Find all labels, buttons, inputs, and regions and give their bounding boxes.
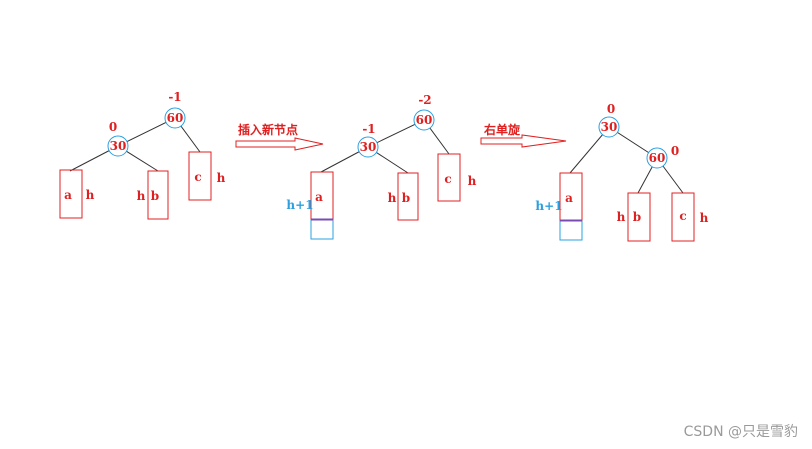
height-a: h (86, 188, 95, 202)
node2-60 (413, 109, 435, 131)
subtree3-c-box (671, 192, 695, 242)
node-30-label: 30 (110, 139, 127, 153)
node2-60-label: 60 (416, 113, 433, 127)
arrow-rotation-shape (480, 134, 567, 148)
balance-factor3-60: 0 (671, 144, 679, 158)
subtree2-b-box (397, 172, 419, 221)
subtree-c-label: c (194, 170, 201, 184)
node3-30-label: 30 (601, 120, 618, 134)
subtree3-c-label: c (679, 209, 686, 223)
height3-a: h+1 (535, 199, 562, 213)
diagram-before-insert: 60 30 -1 0 a b c h h h (59, 90, 226, 220)
diagram-after-insert: 60 30 -2 -1 a b c h+1 h h (286, 93, 477, 240)
height2-c: h (468, 174, 477, 188)
subtree3-b-box (627, 192, 651, 242)
diagram-after-rotation: 30 60 0 0 a b c h+1 h h (535, 102, 709, 242)
subtree-c-box (188, 151, 212, 201)
node3-60 (646, 147, 668, 169)
node-30 (107, 135, 129, 157)
height3-c: h (700, 211, 709, 225)
height-b: h (137, 189, 146, 203)
height2-b: h (388, 191, 397, 205)
subtree-b-box (147, 170, 169, 220)
balance-factor2-60: -2 (418, 93, 431, 107)
node3-60-label: 60 (649, 151, 666, 165)
node-60-label: 60 (167, 111, 184, 125)
node3-30 (598, 116, 620, 138)
balance-factor-30: 0 (109, 120, 117, 134)
subtree2-a-label: a (315, 190, 323, 204)
node-60 (164, 107, 186, 129)
balance-factor3-30: 0 (607, 102, 615, 116)
arrow-insert-label: 插入新节点 (238, 122, 298, 137)
node2-30 (357, 136, 379, 158)
arrow-insert-shape (235, 137, 324, 151)
arrow-insert: 插入新节点 (235, 122, 324, 151)
height3-b: h (617, 210, 626, 224)
new-node-box (310, 219, 334, 240)
subtree2-c-label: c (444, 172, 451, 186)
height2-a: h+1 (286, 198, 313, 212)
balance-factor-60: -1 (168, 90, 181, 104)
arrow-rotation-label: 右单旋 (483, 122, 521, 137)
edge-60-30 (117, 117, 176, 147)
subtree2-c-box (437, 153, 461, 202)
subtree-a-box (59, 169, 83, 219)
subtree3-b-label: b (633, 210, 641, 224)
balance-factor2-30: -1 (362, 122, 375, 136)
arrow-right-rotation: 右单旋 (480, 122, 567, 148)
subtree-a-label: a (64, 188, 72, 202)
new-node3-box (559, 220, 583, 241)
node2-30-label: 30 (360, 140, 377, 154)
watermark: CSDN @只是雪豹 (683, 424, 798, 440)
subtree3-a-label: a (565, 191, 573, 205)
subtree-b-label: b (151, 189, 159, 203)
height-c: h (217, 171, 226, 185)
subtree2-b-label: b (402, 191, 410, 205)
